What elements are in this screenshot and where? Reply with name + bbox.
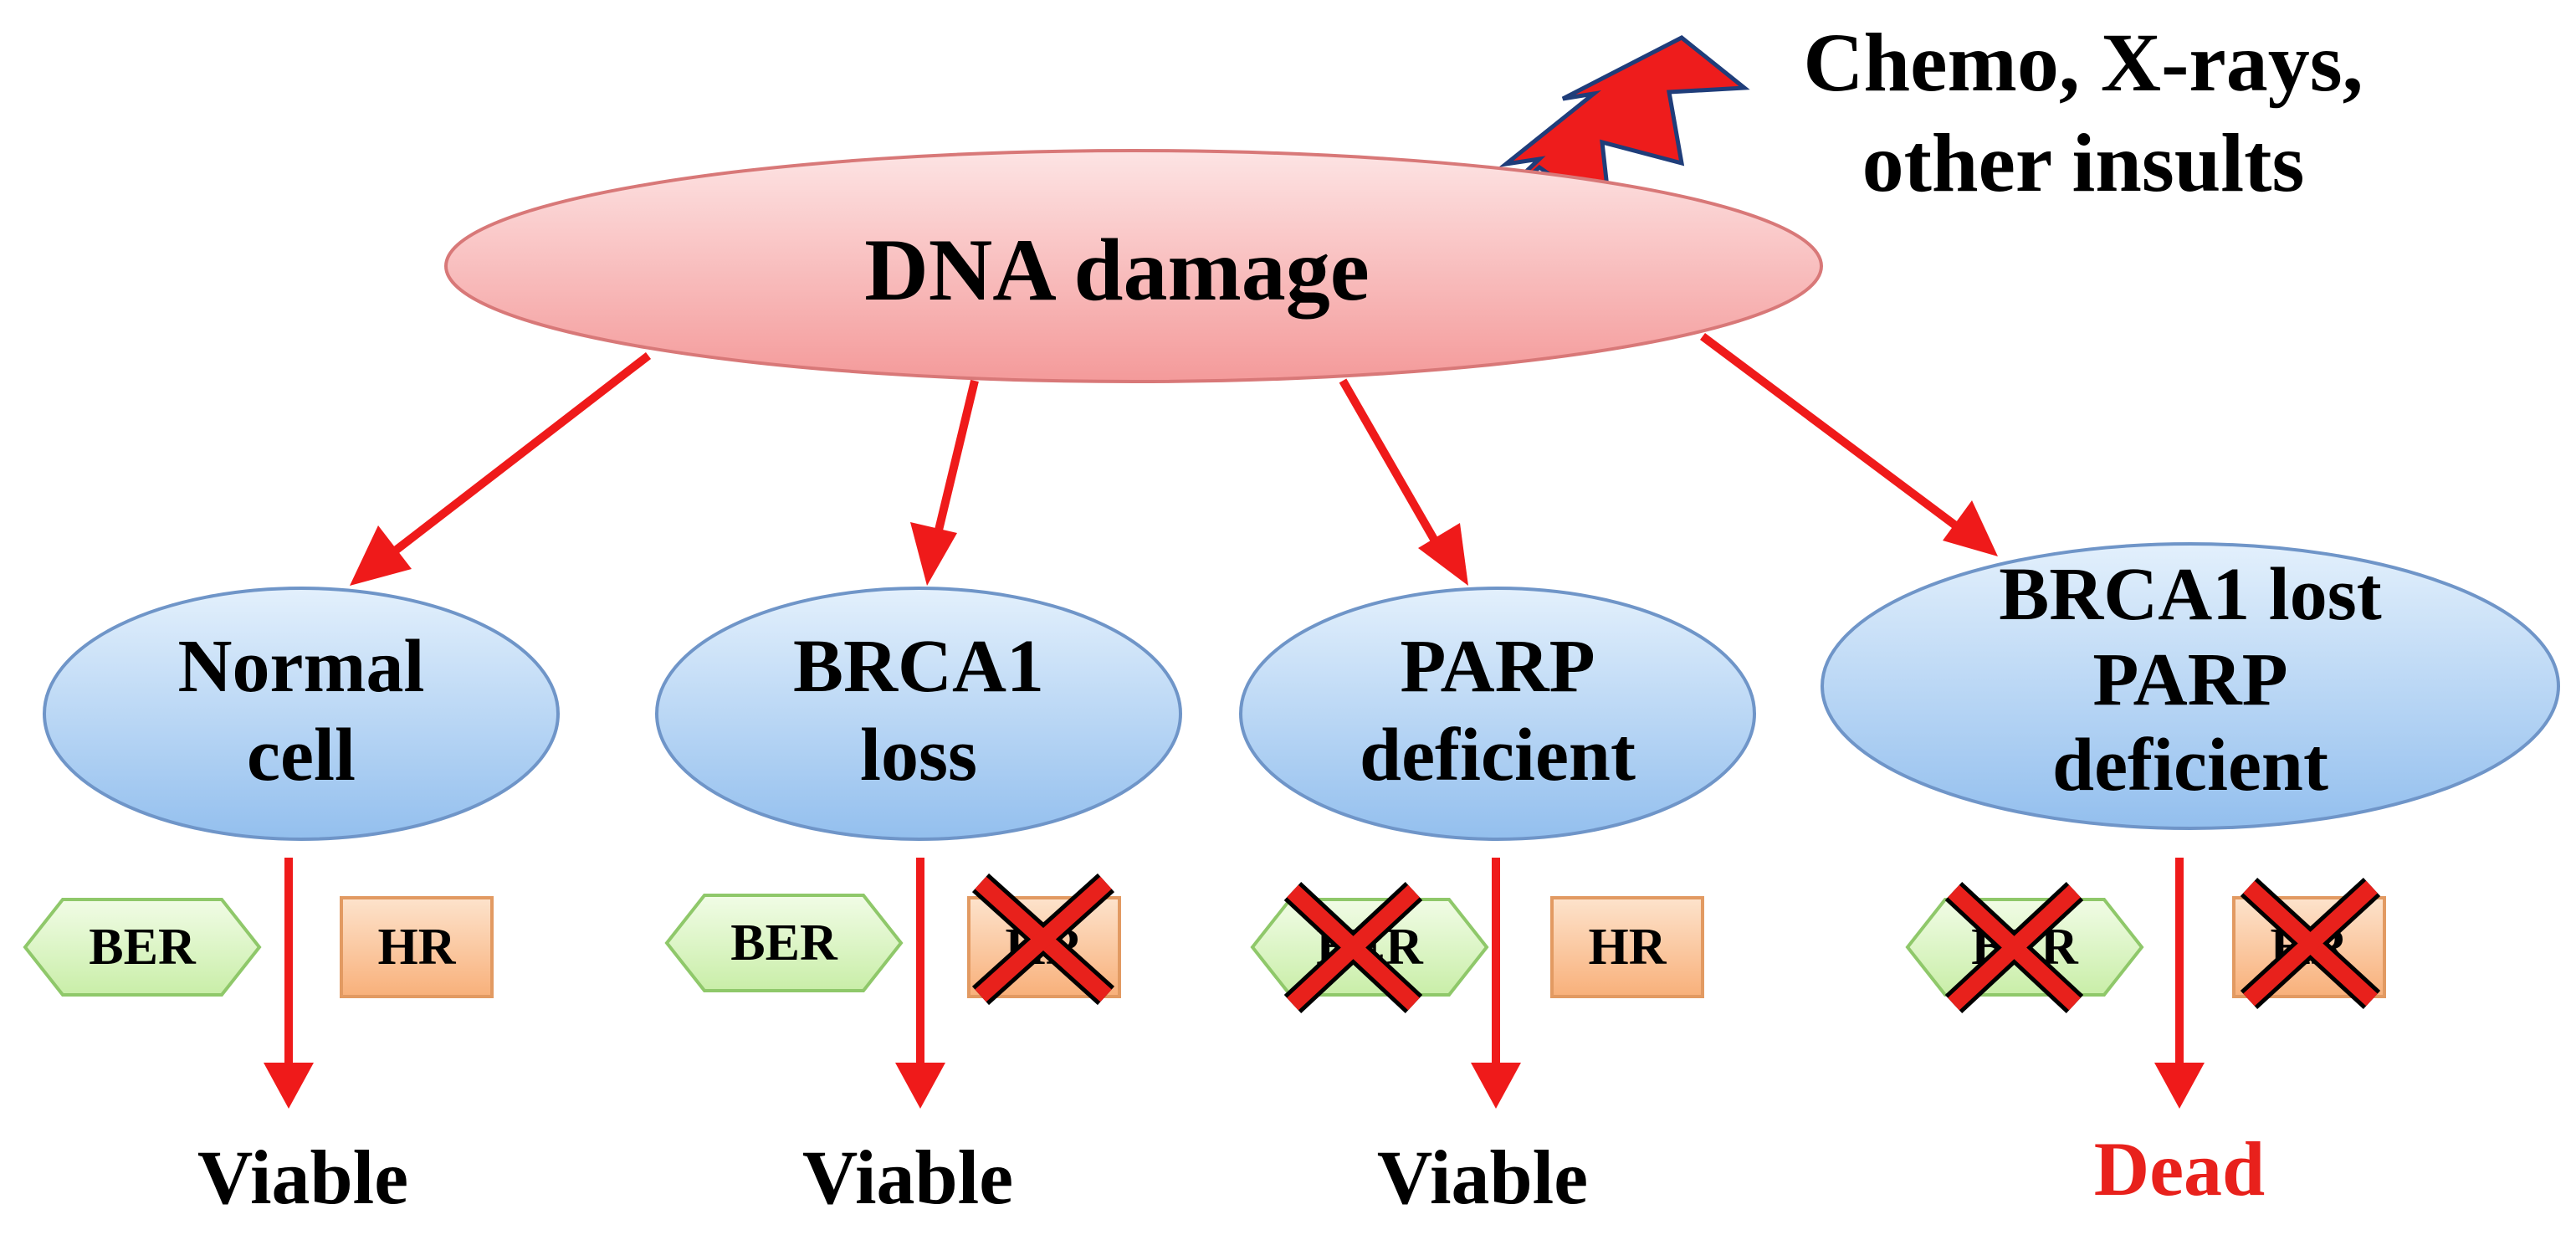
hr-badge-2: HR [1550,896,1704,998]
outcome-arrows [264,858,2205,1109]
case-node-1: BRCA1 loss [655,587,1182,841]
hr-blocked-cross-icon-3 [2240,877,2381,1010]
outcome-arrow-2 [1471,858,1521,1109]
ber-blocked-cross-icon-3 [1944,882,2084,1013]
outcome-arrow-3 [2154,858,2205,1109]
ber-blocked-cross-icon-2 [1283,882,1423,1013]
dna-damage-label: DNA damage [864,221,1370,319]
case-3-line-2: PARP [2092,638,2287,721]
outcome-label-2: Viable [1377,1135,1588,1220]
outcome-label-0: Viable [197,1135,408,1220]
dna-damage-node [444,149,1823,383]
case-2-line-2: deficient [1360,714,1636,797]
arrow-root-to-brca1-parp [1700,332,1998,556]
ber-label-0: BER [89,919,197,976]
ber-badge-1: BER [664,894,904,992]
case-node-0: Normal cell [43,587,560,841]
ber-badge-0: BER [23,898,262,997]
hr-label-2: HR [1589,919,1667,976]
hr-badge-0: HR [340,896,494,998]
arrow-root-to-normal-cell [350,352,652,586]
arrow-root-to-brca1-loss [910,379,979,586]
case-node-3: BRCA1 lost PARP deficient [1821,542,2560,830]
trigger-line-2: other insults [1862,116,2305,209]
case-0-line-2: cell [247,714,356,797]
ber-label-1: BER [730,915,838,971]
case-2-line-1: PARP [1400,625,1595,708]
outcome-arrow-0 [264,858,314,1109]
case-3-line-3: deficient [2052,724,2328,807]
case-1-line-2: loss [860,714,977,797]
case-3-line-1: BRCA1 lost [1999,553,2382,636]
case-0-line-1: Normal [178,625,425,708]
root-to-case-arrows [350,332,1998,586]
trigger-line-1: Chemo, X-rays, [1803,16,2363,109]
case-1-line-1: BRCA1 [793,625,1044,708]
arrow-root-to-parp-deficient [1339,378,1468,586]
outcome-arrow-1 [895,858,945,1109]
case-node-2: PARP deficient [1239,587,1756,841]
hr-label-0: HR [378,919,457,976]
outcome-label-1: Viable [802,1135,1013,1220]
hr-blocked-cross-icon-1 [971,873,1115,1006]
outcome-label-3: Dead [2094,1126,2265,1212]
